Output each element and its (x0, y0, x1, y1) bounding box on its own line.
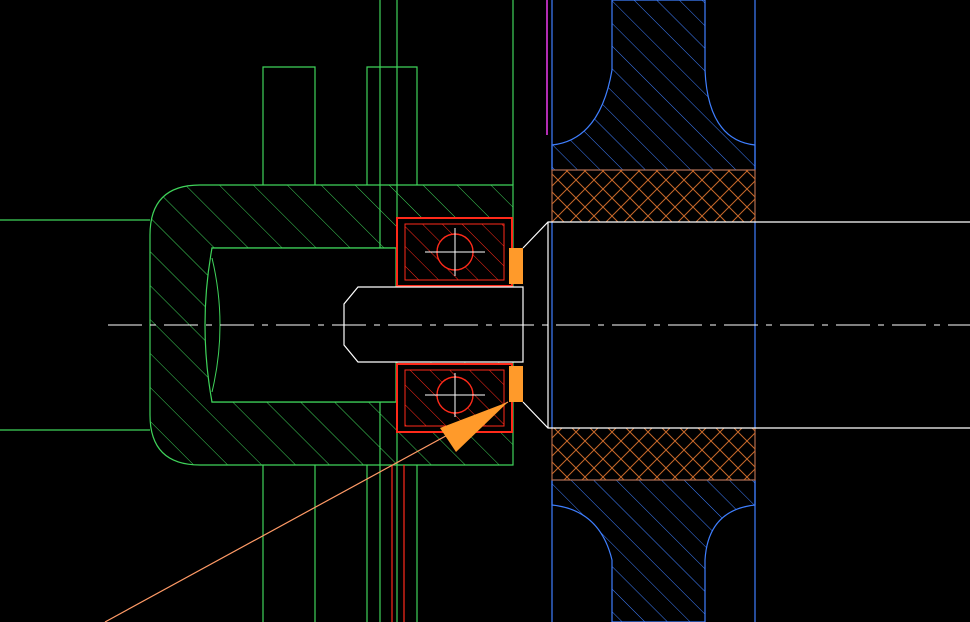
bearing-upper (396, 217, 513, 287)
bearing-lower (396, 363, 513, 433)
leader-line (104, 401, 509, 622)
leader-arrow-icon (440, 402, 508, 452)
wheel-web-upper (551, 0, 756, 171)
wheel-outline (551, 0, 756, 622)
wheel-hub-insert-upper (551, 169, 756, 223)
seal-lower (509, 366, 523, 402)
red-verticals (391, 465, 405, 622)
seal-upper (509, 248, 523, 284)
wheel-hub-insert-lower (551, 427, 756, 481)
wheel-web-lower (551, 479, 756, 622)
